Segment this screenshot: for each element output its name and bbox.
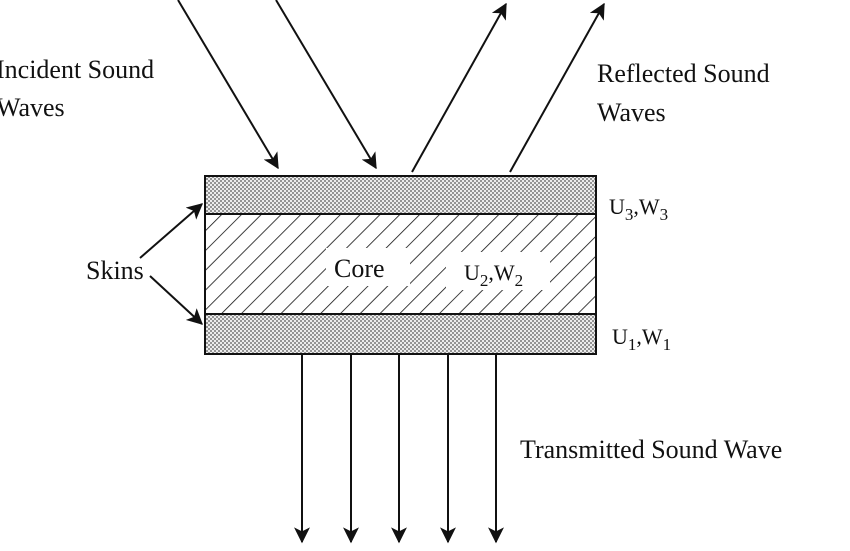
core-uw-label: U2,W2 [464, 260, 523, 290]
reflected-arrow-2 [509, 2, 605, 173]
reflected-label-line1: Reflected Sound [597, 59, 770, 88]
transmitted-label: Transmitted Sound Wave [520, 435, 782, 464]
incident-arrow-2 [275, 0, 377, 170]
incident-arrow-1 [177, 0, 279, 170]
reflected-arrow-1 [411, 2, 507, 173]
incident-arrows [177, 0, 377, 170]
incident-label-line1: Incident Sound [0, 55, 154, 84]
bottom-skin-uw-label: U1,W1 [612, 324, 671, 354]
transmitted-arrows [294, 354, 504, 544]
core-label: Core [334, 254, 385, 283]
skins-arrow-bottom [149, 275, 203, 325]
bottom-skin-layer [204, 313, 597, 355]
incident-label-line2: Waves [0, 93, 65, 122]
core-label-clear-area [326, 248, 410, 286]
top-skin-layer [204, 175, 597, 215]
top-skin-uw-label: U3,W3 [609, 194, 668, 224]
skins-arrow-top [139, 203, 204, 259]
reflected-label-line2: Waves [597, 98, 666, 127]
skins-pointer-arrows [139, 203, 204, 325]
core-uw-clear-area [446, 252, 550, 290]
skins-label: Skins [86, 256, 144, 285]
sandwich-panel [204, 175, 597, 355]
reflected-arrows [411, 2, 605, 173]
